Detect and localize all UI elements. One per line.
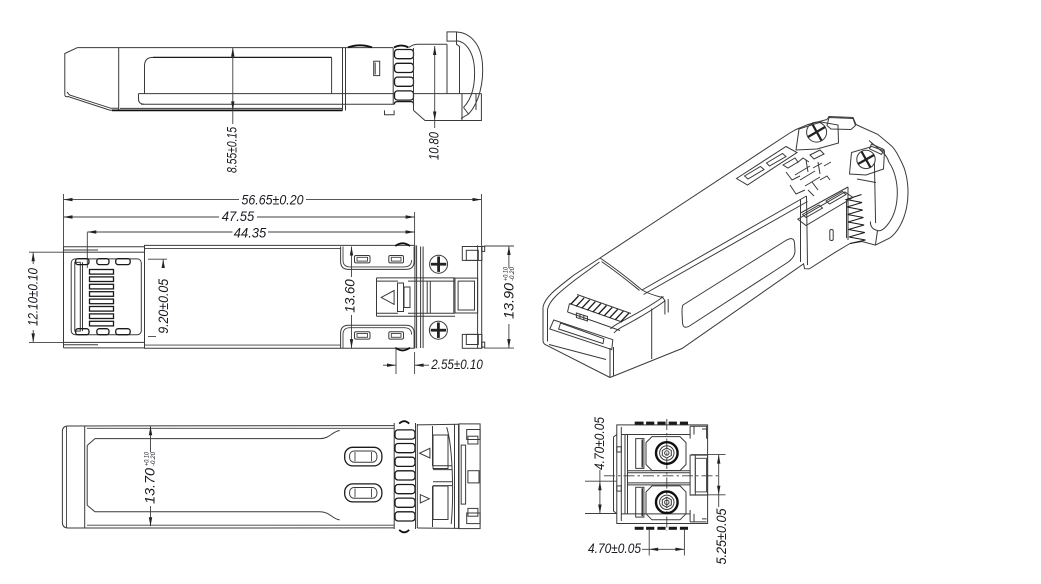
svg-text:10.80: 10.80 xyxy=(426,132,441,160)
svg-text:-0.20: -0.20 xyxy=(509,267,516,281)
svg-text:13.70: 13.70 xyxy=(143,467,158,504)
svg-text:12.10±0.10: 12.10±0.10 xyxy=(25,268,40,326)
svg-text:-0.20: -0.20 xyxy=(150,452,157,466)
svg-text:56.65±0.20: 56.65±0.20 xyxy=(242,193,304,208)
svg-text:5.25±0.05: 5.25±0.05 xyxy=(714,508,729,564)
svg-text:2.55±0.10: 2.55±0.10 xyxy=(430,357,483,372)
svg-text:4.70±0.05: 4.70±0.05 xyxy=(592,417,607,470)
svg-text:8.55±0.15: 8.55±0.15 xyxy=(225,127,240,173)
svg-text:+0.10: +0.10 xyxy=(144,452,151,466)
svg-text:+0.10: +0.10 xyxy=(503,267,510,281)
svg-text:13.60: 13.60 xyxy=(342,279,357,313)
svg-text:13.90: 13.90 xyxy=(502,282,517,319)
svg-text:4.70±0.05: 4.70±0.05 xyxy=(588,541,641,556)
svg-text:47.55: 47.55 xyxy=(222,209,255,224)
svg-text:9.20±0.05: 9.20±0.05 xyxy=(156,278,171,333)
svg-text:44.35: 44.35 xyxy=(234,226,267,241)
